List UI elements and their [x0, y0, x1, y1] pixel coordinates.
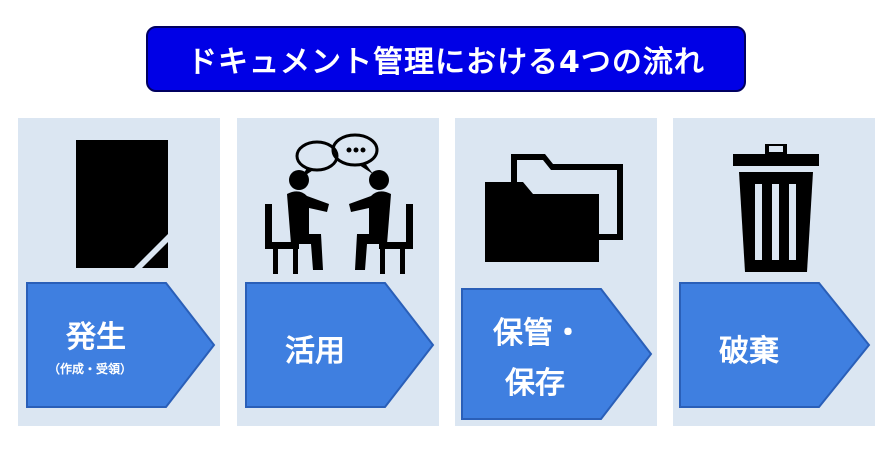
folder-icon: [485, 154, 623, 262]
step-label-2: 活用: [285, 334, 345, 369]
step-arrow-4: 破棄: [679, 282, 871, 408]
step-arrow-2: 活用: [245, 282, 435, 408]
step-panel-1: 発生 （作成・受領）: [18, 118, 220, 426]
step-panel-2: 活用: [237, 118, 439, 426]
step-panel-3: 保管・ 保存: [455, 118, 657, 426]
step-label-1: 発生: [66, 320, 126, 355]
step-sublabel-1: （作成・受領）: [48, 362, 133, 376]
step-label-3-line1: 保管・: [493, 316, 583, 351]
title-banner: ドキュメント管理における4つの流れ: [146, 26, 746, 92]
document-icon: [76, 140, 168, 268]
meeting-icon: [265, 133, 413, 274]
step-label-4: 破棄: [719, 334, 779, 369]
step-arrow-3: 保管・ 保存: [461, 288, 653, 420]
step-arrow-1: 発生 （作成・受領）: [26, 282, 216, 408]
step-label-3-line2: 保存: [505, 366, 565, 401]
diagram-title: ドキュメント管理における4つの流れ: [187, 45, 705, 80]
step-panel-4: 破棄: [673, 118, 875, 426]
trash-icon: [733, 144, 819, 272]
